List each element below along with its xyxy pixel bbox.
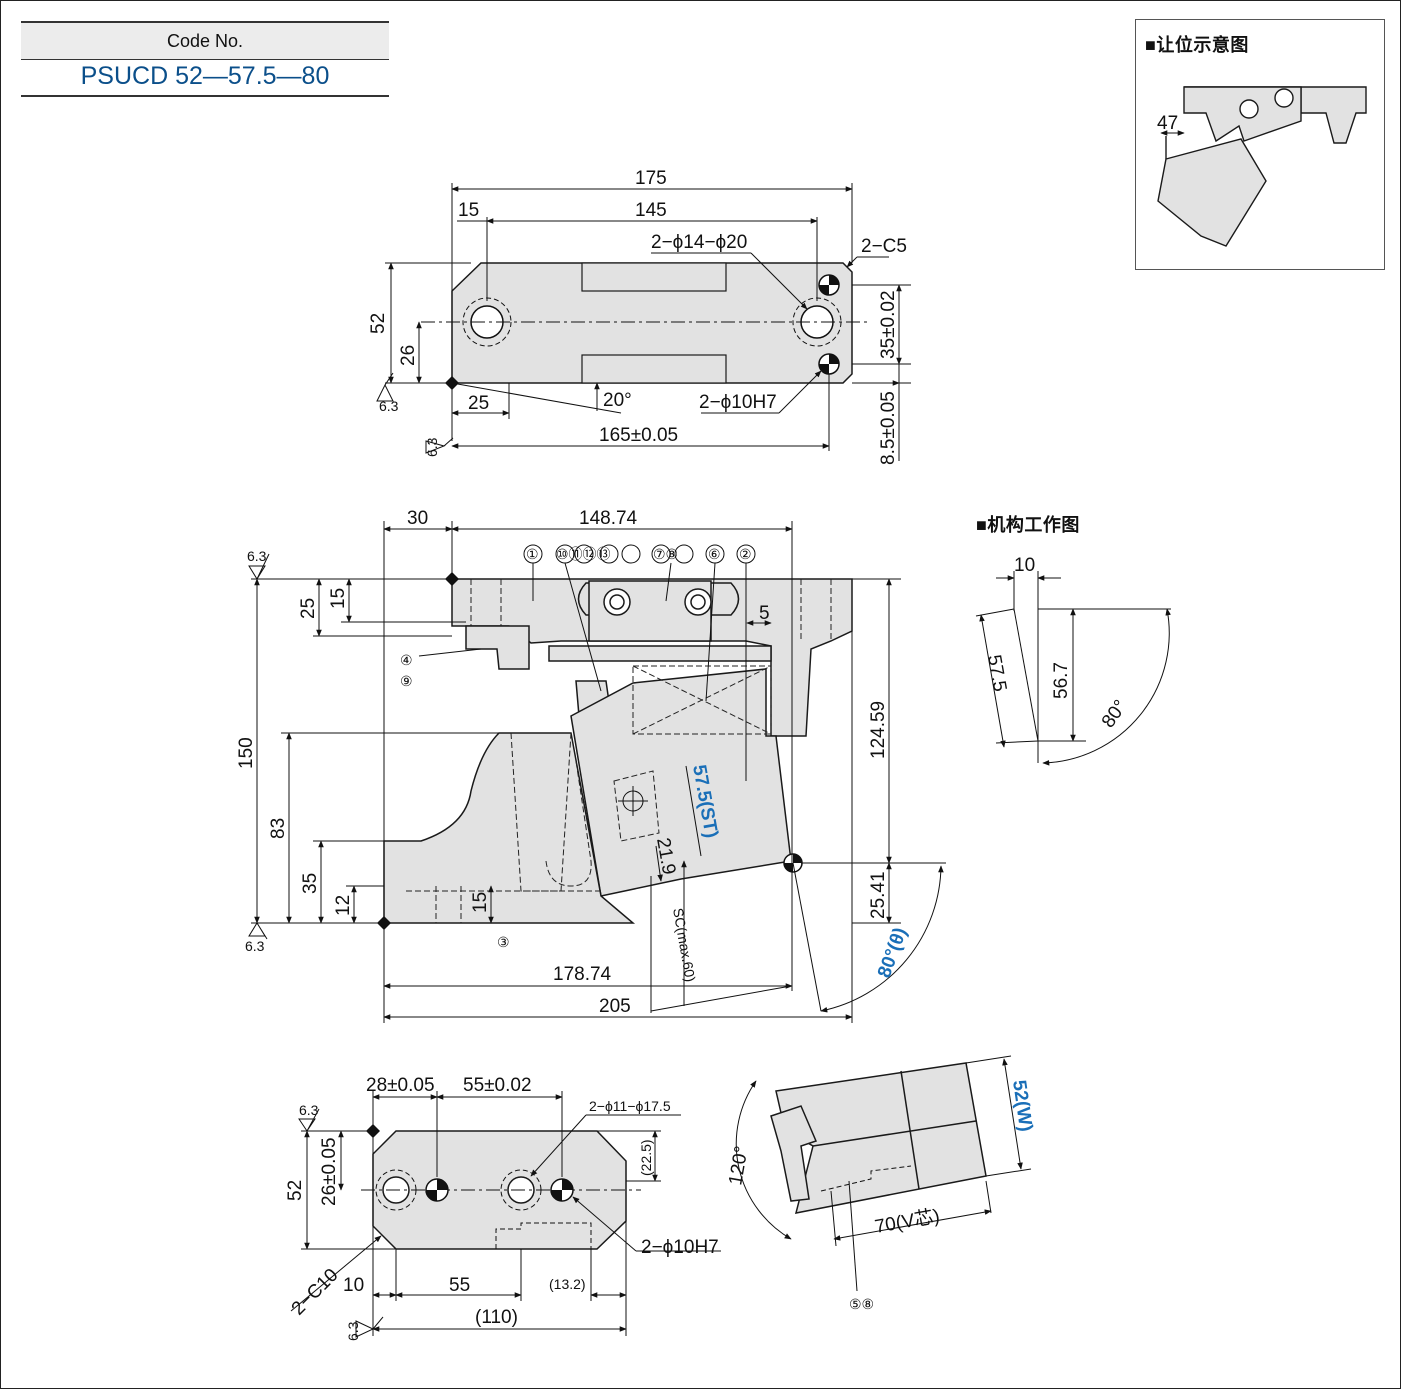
- dim-26-top: 26: [398, 345, 419, 366]
- dim-15-front: 15: [328, 588, 349, 609]
- side-view-block: [770, 1062, 987, 1214]
- clearance-47-label: 47: [1157, 113, 1178, 134]
- dim-175: 175: [635, 168, 667, 189]
- top-roughness-1: 6.3: [379, 398, 399, 414]
- callout-c5: 2−C5: [861, 236, 907, 257]
- dim-165-tol: 165±0.05: [599, 425, 678, 446]
- balloon-10-13: ⑩⑪⑫⑬: [556, 546, 611, 562]
- dim-55-tol: 55±0.02: [463, 1075, 532, 1096]
- front-roughness-2: 6.3: [245, 938, 265, 954]
- clearance-diagram-box: [1135, 19, 1385, 270]
- dim-145: 145: [635, 200, 667, 221]
- dim-178-74: 178.74: [553, 964, 612, 985]
- dim-83: 83: [268, 818, 289, 839]
- dim-25-41: 25.41: [868, 871, 889, 919]
- balloon-7-8: ⑦⑧: [653, 546, 678, 562]
- callout-holes-10h7-bottom: 2−ϕ10H7: [641, 1237, 719, 1258]
- front-view-assembly: [383, 578, 853, 924]
- mechanism-dim-80deg: 80°: [1098, 696, 1132, 732]
- bottom-roughness-2: 6.3: [345, 1321, 361, 1341]
- side-dim-70: 70(V芯): [873, 1205, 941, 1238]
- balloon-6: ⑥: [708, 546, 721, 562]
- dim-13-2-ref: (13.2): [549, 1276, 586, 1292]
- side-angle-120: 120°: [725, 1145, 753, 1187]
- width-label: 52(W): [1008, 1079, 1036, 1133]
- dim-5: 5: [759, 603, 770, 624]
- dim-12: 12: [333, 895, 354, 916]
- clearance-diagram: [1157, 86, 1367, 247]
- callout-holes-11-17-5: 2−ϕ11−ϕ17.5: [589, 1098, 671, 1114]
- mechanism-diagram: [975, 571, 1171, 766]
- dim-35-front: 35: [300, 873, 321, 894]
- dim-25-top: 25: [468, 393, 489, 414]
- clearance-diagram-title: ■让位示意图: [1145, 35, 1249, 55]
- balloon-2: ②: [739, 546, 752, 562]
- top-view-plate: [421, 262, 871, 384]
- dim-20-deg: 20°: [603, 390, 632, 411]
- callout-holes-14-20: 2−ϕ14−ϕ20: [651, 232, 747, 253]
- dim-10-bottom: 10: [343, 1275, 364, 1296]
- callout-holes-10h7-top: 2−ϕ10H7: [699, 392, 777, 413]
- balloon-1: ①: [526, 546, 539, 562]
- dim-sc-max: SC(max.60): [670, 907, 699, 983]
- balloon-4: ④: [400, 652, 413, 668]
- dim-150: 150: [236, 737, 257, 769]
- mechanism-diagram-title: ■机构工作图: [976, 515, 1080, 535]
- dim-25-front: 25: [298, 598, 319, 619]
- callout-c10: 2−C10: [288, 1265, 343, 1320]
- dim-15-lower: 15: [470, 892, 491, 913]
- dim-110-ref: (110): [475, 1307, 518, 1328]
- balloon-3: ③: [497, 934, 510, 950]
- dim-8-5-tol: 8.5±0.05: [878, 391, 899, 465]
- dim-35-tol: 35±0.02: [878, 290, 899, 359]
- dim-26-tol: 26±0.05: [319, 1137, 340, 1206]
- balloon-9: ⑨: [400, 673, 413, 689]
- mechanism-dim-56-7: 56.7: [1051, 662, 1072, 699]
- code-header: Code No.: [21, 21, 389, 60]
- code-value: PSUCD 52—57.5—80: [21, 58, 389, 97]
- dim-15-top: 15: [458, 200, 479, 221]
- dim-28-tol: 28±0.05: [366, 1075, 435, 1096]
- mechanism-dim-57-5: 57.5: [983, 653, 1010, 693]
- mechanism-dim-10: 10: [1014, 555, 1035, 576]
- balloon-5-8: ⑤⑧: [849, 1296, 874, 1312]
- dim-52-top: 52: [368, 313, 389, 334]
- dim-205: 205: [599, 996, 631, 1017]
- bottom-roughness-1: 6.3: [299, 1102, 319, 1118]
- dim-30: 30: [407, 508, 428, 529]
- roughness-symbols-bottom: [298, 1108, 384, 1338]
- angle-theta-label: 80°(θ): [874, 925, 911, 981]
- dim-124-59: 124.59: [868, 701, 889, 759]
- dim-22-5-ref: (22.5): [638, 1139, 654, 1176]
- dim-52-bottom: 52: [285, 1180, 306, 1201]
- roughness-symbols-front: [248, 553, 270, 940]
- dim-148-74: 148.74: [579, 508, 638, 529]
- roughness-symbols-top: [376, 372, 454, 454]
- dim-55-bottom: 55: [449, 1275, 470, 1296]
- front-roughness-1: 6.3: [247, 548, 267, 564]
- top-roughness-2: 6.3: [424, 437, 440, 457]
